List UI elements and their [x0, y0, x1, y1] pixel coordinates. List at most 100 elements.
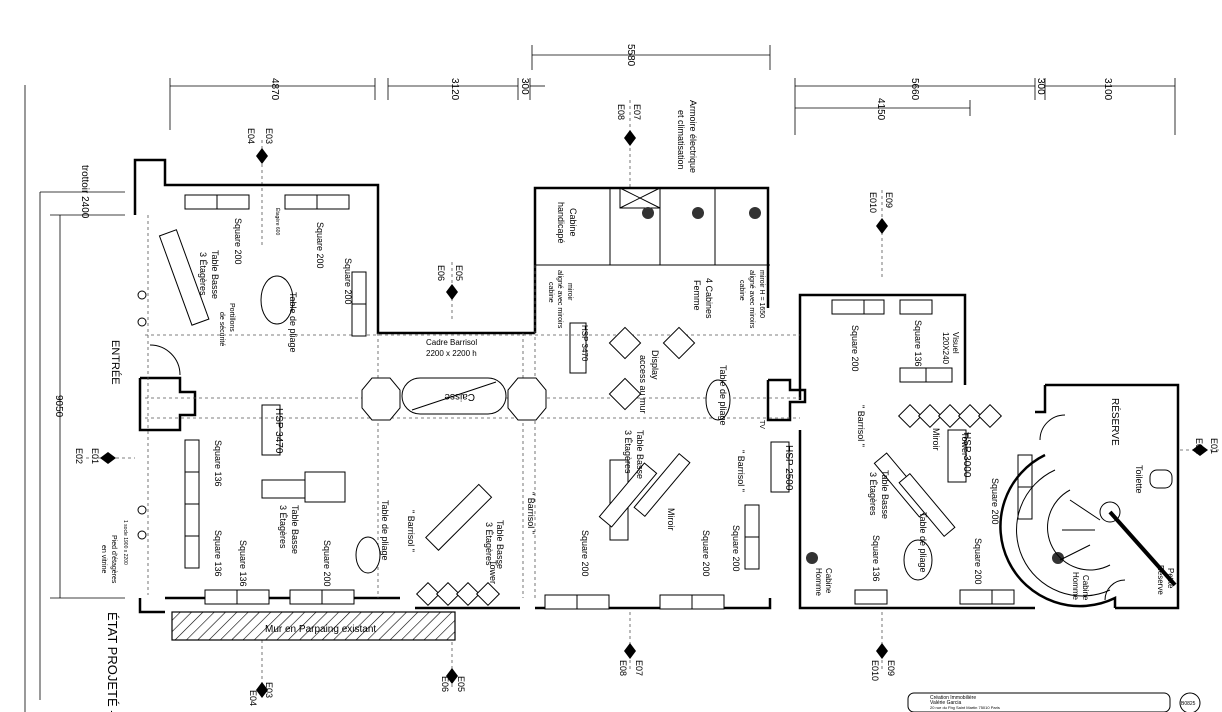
cartouche-badge: B0825	[1181, 701, 1196, 707]
label-etageres-5: 3 Étagères	[868, 472, 878, 516]
dim-4870: 4870	[269, 78, 280, 101]
mur-label: Mur en Parpaing existant	[265, 624, 376, 635]
tower-units	[415, 403, 1003, 607]
label-etageres-2: 3 Étagères	[278, 505, 288, 549]
display-diamond-1	[608, 326, 642, 360]
label-square200-d: Square 200	[322, 540, 332, 587]
section-e010-top: E010	[868, 192, 878, 213]
label-cabine-homme-1: Cabine	[824, 568, 833, 594]
label-miroir-right-3: cabine	[738, 280, 745, 301]
label-armoire: Armoire électrique	[688, 100, 698, 173]
label-table-basse-5: Table Basse	[880, 470, 890, 519]
label-square136-c: Square 136	[238, 540, 248, 587]
label-cabine-homme-4: Homme	[1071, 572, 1080, 601]
label-pied-2: en vitrine	[100, 545, 107, 574]
label-miroir-left-2: aligné avec miroirs	[556, 270, 563, 329]
label-cabines-femme-1: 4 Cabines	[704, 278, 714, 319]
label-miroir-left-3: cabine	[547, 282, 554, 303]
dim-4150: 4150	[875, 98, 886, 121]
label-miroir-1: Miroir	[666, 508, 676, 531]
label-miroir-right-2: aligné avec miroirs	[748, 270, 755, 329]
label-table-pliage-3: Table de pliage	[718, 365, 728, 426]
door-swing-entrance	[149, 344, 181, 376]
tables	[158, 229, 956, 551]
pillar-left	[361, 377, 401, 421]
label-square200-b: Square 200	[315, 222, 325, 269]
label-cabine-homme-3: Cabine	[1081, 575, 1090, 601]
section-e03-top: E03	[264, 128, 274, 144]
label-cabines-femme-2: Femme	[692, 280, 702, 311]
label-climatisation: et climatisation	[676, 110, 686, 170]
label-etat: ÉTAT PROJETÉ - P	[105, 612, 120, 712]
label-reserve: RÉSERVE	[1109, 398, 1122, 446]
label-cadre-1: Cadre Barrisol	[426, 338, 477, 347]
label-miroir-right-1: miroir H = 1650	[758, 270, 765, 318]
label-miroir-left-1: miroir	[566, 283, 573, 301]
dim-300b: 300	[1035, 78, 1046, 95]
cabin-light-4	[806, 552, 818, 564]
label-hsp3470b: HSP 3470	[580, 325, 589, 362]
label-barrisol-2: " Barrisol "	[526, 492, 536, 534]
section-e07-bottom: E07	[634, 660, 644, 676]
label-square200-f: Square 200	[701, 530, 711, 577]
dim-3120: 3120	[449, 78, 460, 101]
label-visuel-2: 120X240	[941, 332, 950, 365]
grid-dashes	[145, 215, 800, 598]
dim-5580: 5580	[625, 44, 636, 67]
label-square200-e: Square 200	[580, 530, 590, 577]
label-square200-c: Square 200	[343, 258, 353, 305]
label-cabine-handicape-2: handicapé	[556, 202, 566, 244]
label-tv: TV	[758, 420, 765, 429]
label-etageres-1: 3 Étagères	[198, 252, 208, 296]
label-portillons-2: de sécurité	[218, 312, 225, 346]
section-e05-bottom: E05	[456, 676, 466, 692]
label-table-basse-1: Table Basse	[210, 250, 220, 299]
section-e04-top: E04	[246, 128, 256, 144]
label-portillons-1: Portillons	[228, 303, 235, 332]
label-tower-1: Tower	[488, 560, 498, 584]
label-entree: ENTRÉE	[109, 340, 122, 385]
section-e04-bottom: E04	[248, 690, 258, 706]
label-table-pliage-1: Table de pliage	[288, 292, 298, 353]
label-square200-i: Square 200	[990, 478, 1000, 525]
section-e09-top: E09	[884, 192, 894, 208]
label-pied-3: 1 socle 1900 x 2200	[122, 520, 128, 565]
cabin-light-5	[1052, 552, 1064, 564]
section-e07-top: E07	[632, 104, 642, 120]
dim-trottoir: trottoir 2400	[79, 165, 90, 219]
top-dimension-lines	[169, 45, 1176, 135]
label-barrisol-4: " Barrisol "	[856, 405, 866, 447]
label-toilette: Toilette	[1134, 465, 1144, 494]
section-e08-bottom: E08	[618, 660, 628, 676]
table-pliage-shape-4	[903, 539, 933, 581]
dim-300a: 300	[519, 78, 530, 95]
label-table-pliage-4: Table de pliage	[918, 512, 928, 573]
section-e06-bottom: E06	[440, 676, 450, 692]
cabin-light-1	[642, 207, 654, 219]
toilet-bowl	[1149, 469, 1173, 489]
column-a	[137, 290, 147, 300]
label-pied-1: Pied d'étagères	[110, 535, 117, 584]
label-miroir-2: Miroir	[931, 428, 941, 451]
table-pliage-shape-1	[260, 275, 294, 325]
label-table-basse-4: Table Basse	[635, 430, 645, 479]
label-display-2: access au mur	[638, 355, 648, 414]
walls	[133, 158, 1180, 614]
room-labels: ENTRÉE Armoire électrique et climatisati…	[100, 100, 1175, 712]
column-c	[137, 505, 147, 515]
column-b	[137, 317, 147, 327]
section-e03-bottom: E03	[264, 682, 274, 698]
label-etageres-4: 3 Étagères	[623, 430, 633, 474]
shelf-rows	[184, 194, 1033, 610]
table-pliage-shape-2	[355, 536, 381, 574]
label-petite-reserve-2: Réserve	[1156, 565, 1165, 595]
door-swing-reserve	[1039, 414, 1066, 441]
cartouche-line3: 20 rue du Fbg Saint Martin 75010 Paris	[930, 705, 1000, 710]
label-display-1: Display	[650, 350, 660, 380]
staircase	[999, 453, 1177, 608]
table-pliage-shape-3	[705, 379, 731, 421]
label-table-pliage-2: Table de pliage	[380, 500, 390, 561]
cabin-light-3	[749, 207, 761, 219]
label-cabine-handicape-1: Cabine	[568, 208, 578, 237]
